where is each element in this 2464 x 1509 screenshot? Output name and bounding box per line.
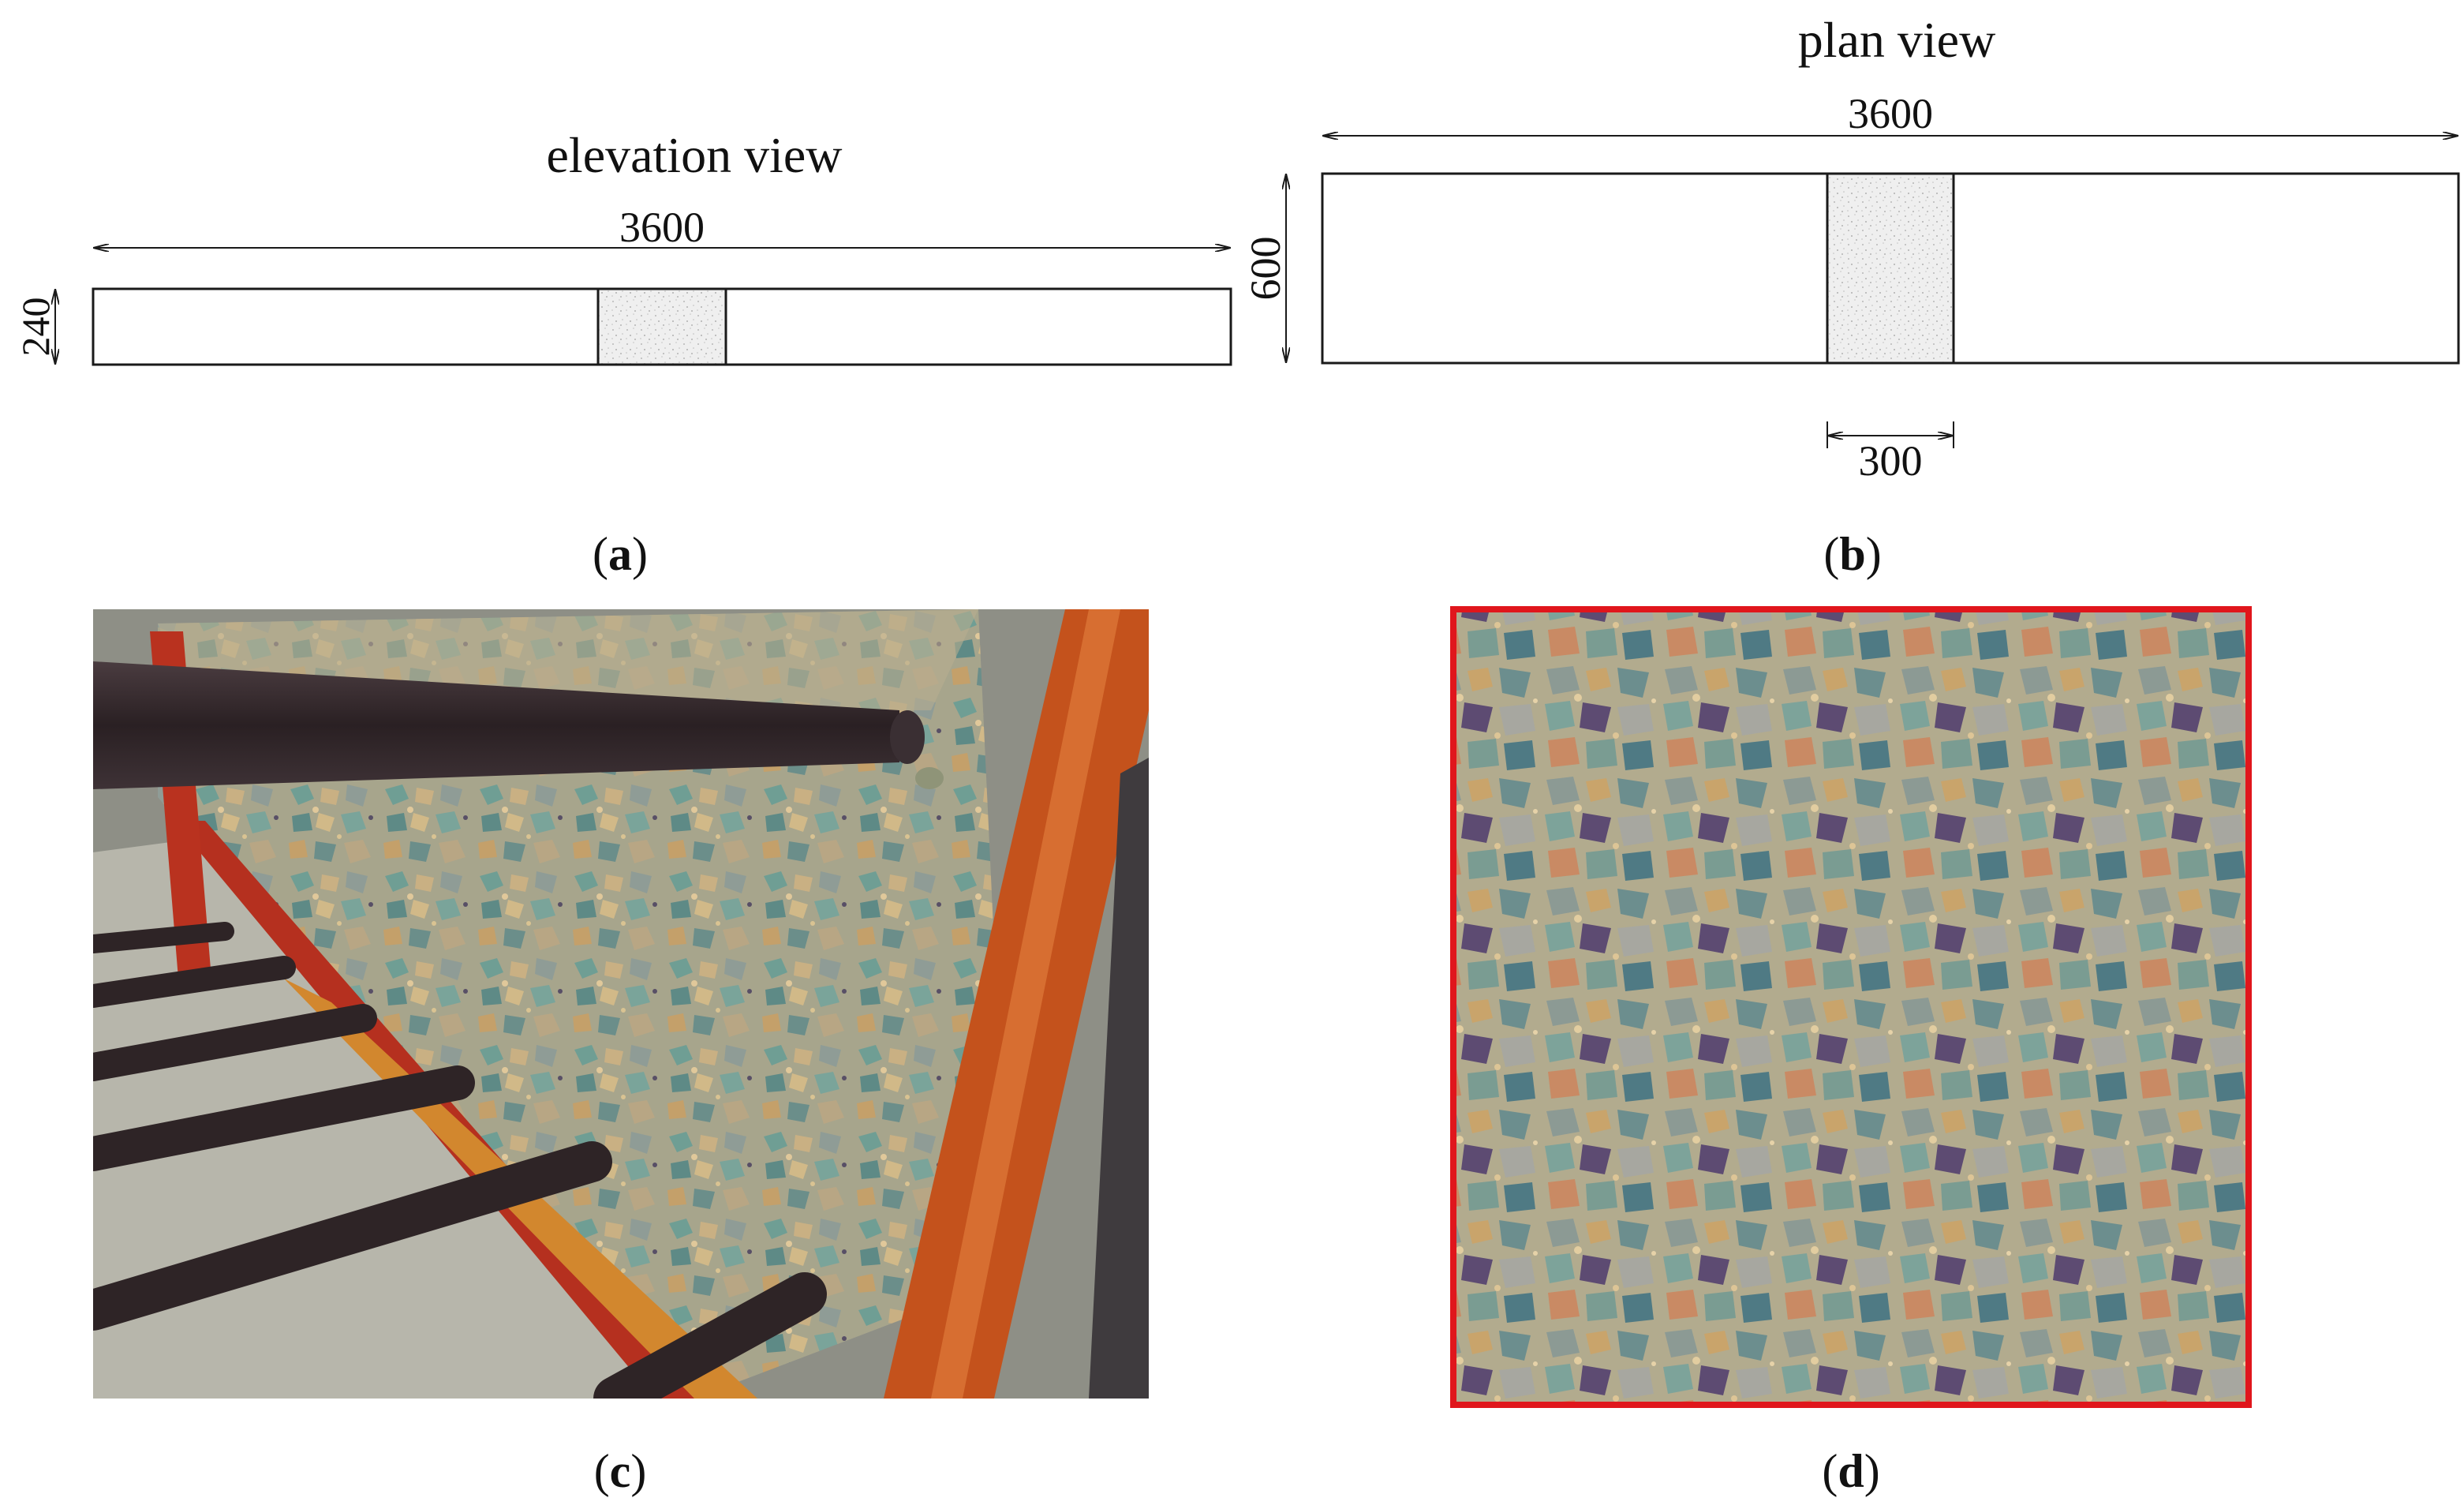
plan-length-dimension-label: 3600 [1848,90,1933,137]
plan-joint-dimension-label: 300 [1859,437,1923,485]
caption-a: (a) [593,528,648,580]
panel-d-photo-concrete-surface [1450,606,2252,1408]
panel-c-photo-beam-with-rebar [93,609,1149,1399]
closeup-red-border [1450,606,2252,1408]
elevation-length-dimension-label: 3600 [619,204,705,251]
plan-width-dimension-label: 600 [1242,237,1289,301]
elevation-joint-segment [596,287,727,366]
plan-joint-segment [1826,172,1955,365]
caption-b: (b) [1823,528,1881,580]
elevation-view-title: elevation view [547,127,843,183]
caption-c: (c) [594,1445,647,1497]
concrete-surface-closeup [1453,609,2249,1405]
elevation-height-dimension-label: 240 [13,298,58,357]
panel-b-plan-view: plan view 3600 600 300 [1242,12,2460,485]
caption-d: (d) [1822,1445,1879,1497]
projecting-rebars-photo [93,922,827,1399]
plan-view-title: plan view [1798,12,1996,68]
panel-a-elevation-view: elevation view 3600 240 [13,127,1232,366]
top-rebar-photo [93,661,944,789]
